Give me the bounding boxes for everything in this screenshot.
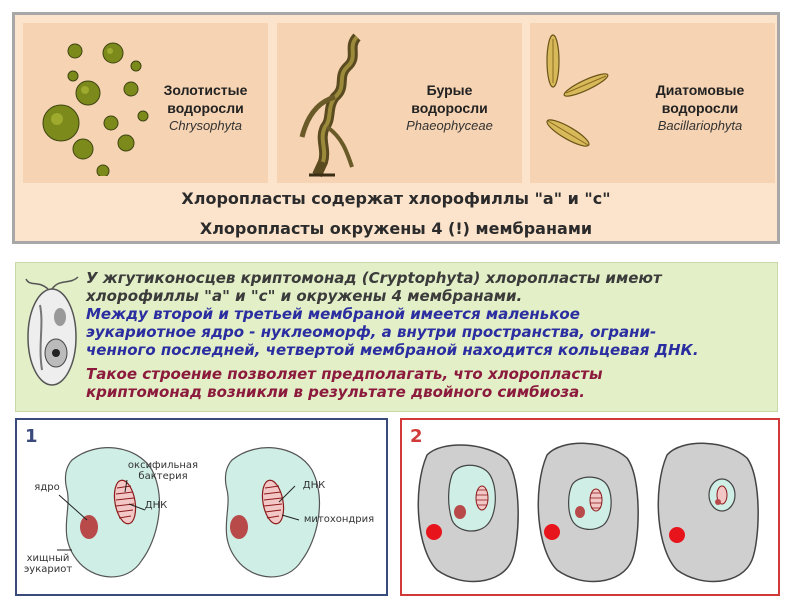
mitochondrion-label: митохондрия — [303, 514, 375, 525]
mid-line-1: У жгутиконосцев криптомонад (Cryptophyta… — [86, 269, 662, 287]
panel-1-diagram — [57, 447, 320, 578]
phaeophyceae-illustration — [299, 33, 361, 178]
mid-line-4: эукариотное ядро - нуклеоморф, а внутри … — [86, 323, 657, 341]
chlorophyll-statement: Хлоропласты содержат хлорофиллы "а" и "с… — [181, 189, 611, 208]
chrysophyta-illustration — [42, 42, 149, 176]
cryptomonad-cell-icon — [25, 276, 79, 386]
bacillariophyta-card: Диатомовые водоросли Bacillariophyta — [530, 23, 775, 183]
dna-label-right: ДНК — [302, 480, 326, 491]
symbiosis-panel-2: 2 — [400, 418, 780, 596]
mid-line-6: Такое строение позволяет предполагать, ч… — [86, 365, 603, 383]
nucleus-label: ядро — [34, 482, 60, 493]
panel-2-number: 2 — [410, 426, 423, 447]
bacillariophyta-illustration — [546, 34, 609, 147]
phaeophyceae-title: Бурые водоросли — [411, 82, 488, 116]
symbiosis-panel-1: 1 оксифильная бактерия — [15, 418, 388, 596]
top-panel: Золотистые водоросли Chrysophyta Бурые в… — [12, 12, 780, 244]
dna-label-left: ДНК — [144, 500, 168, 511]
chrysophyta-latin: Chrysophyta — [169, 118, 242, 133]
cryptophyta-panel: У жгутиконосцев криптомонад (Cryptophyta… — [15, 262, 778, 412]
phaeophyceae-latin: Phaeophyceae — [406, 118, 493, 133]
panel-1-number: 1 — [25, 426, 38, 447]
predatory-eukaryote-label: хищный эукариот — [23, 553, 73, 575]
bacillariophyta-latin: Bacillariophyta — [657, 118, 743, 133]
panel-2-diagram — [417, 442, 759, 583]
membranes-statement: Хлоропласты окружены 4 (!) мембранами — [199, 219, 593, 238]
mid-line-2: хлорофиллы "а" и "с" и окружены 4 мембра… — [86, 287, 523, 305]
mid-line-7: криптомонад возникли в результате двойно… — [86, 383, 585, 401]
mid-line-5: ченного последней, четвертой мембраной н… — [86, 341, 699, 359]
oxyphilic-bacteria-label: оксифильная бактерия — [127, 460, 199, 482]
phaeophyceae-card: Бурые водоросли Phaeophyceae — [277, 23, 522, 183]
chrysophyta-card: Золотистые водоросли Chrysophyta — [23, 23, 268, 183]
mid-line-3: Между второй и третьей мембраной имеется… — [86, 305, 580, 323]
chrysophyta-title: Золотистые водоросли — [163, 82, 248, 116]
bacillariophyta-title: Диатомовые водоросли — [655, 82, 745, 116]
